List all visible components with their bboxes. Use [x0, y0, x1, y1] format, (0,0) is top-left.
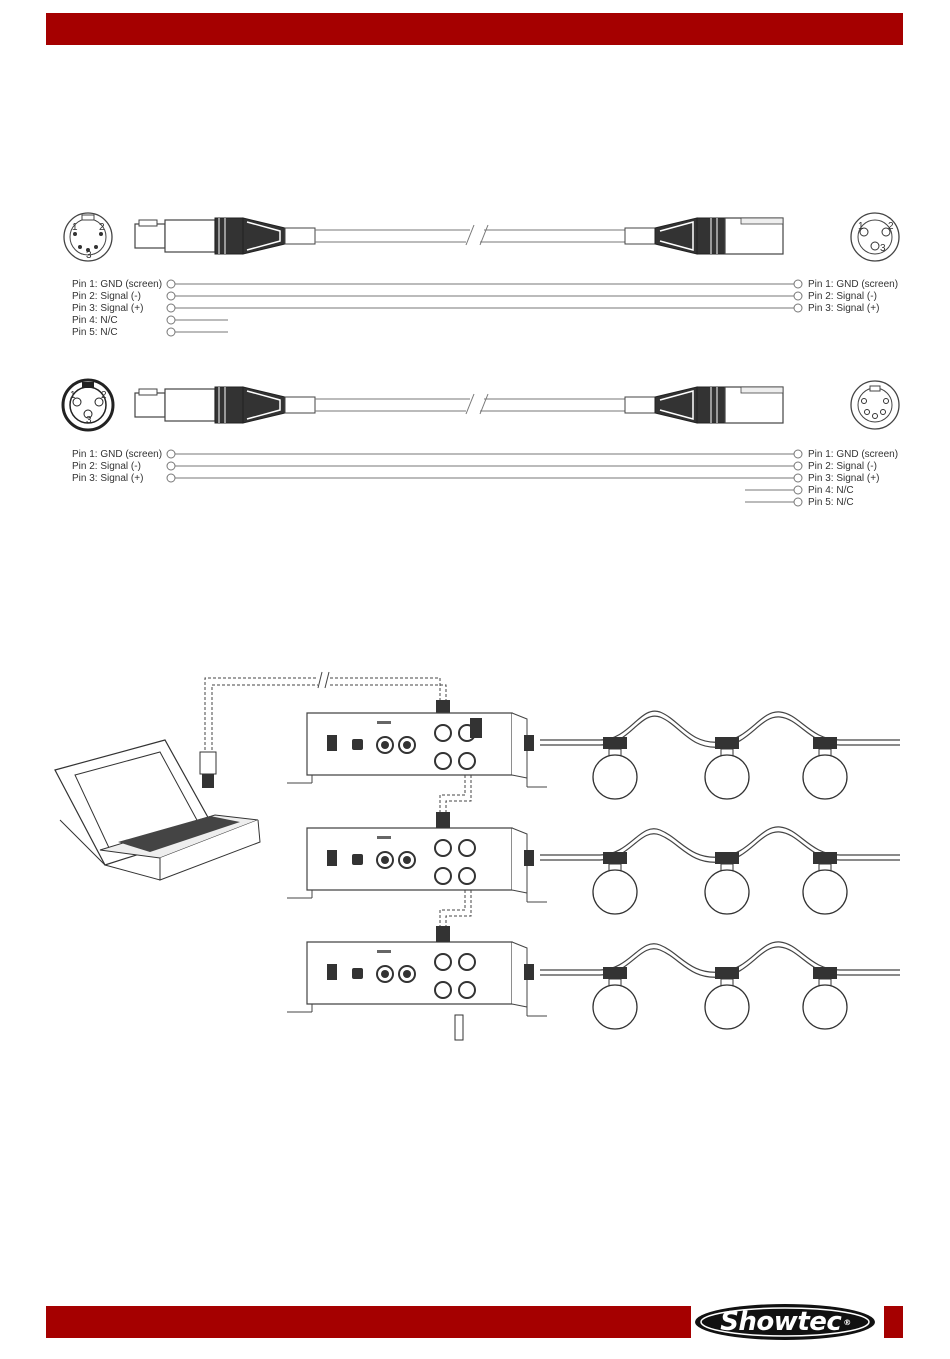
right-pin-label: Pin 5: N/C: [808, 497, 854, 508]
left-pin-label: Pin 4: N/C: [72, 315, 118, 326]
left-pin-label: Pin 3: Signal (+): [72, 473, 143, 484]
fixture-unit-2: [287, 812, 547, 902]
right-pin-label: Pin 4: N/C: [808, 485, 854, 496]
xlr-plug: [200, 752, 216, 774]
left-pin-label: Pin 5: N/C: [72, 327, 118, 338]
female-xlr-connector: [135, 387, 315, 423]
right-pin-label: Pin 2: Signal (-): [808, 291, 877, 302]
right-pin-label: Pin 3: Signal (+): [808, 473, 879, 484]
male-xlr-connector: [625, 387, 783, 423]
face-number: 3: [86, 415, 92, 426]
face-number: 1: [858, 221, 864, 232]
cable-3to5: 1 2 3 Pin 1: GND (screen) Pin 2: Signal …: [63, 380, 899, 508]
right-pin-label: Pin 2: Signal (-): [808, 461, 877, 472]
dmx-setup-illustration: [55, 672, 900, 1040]
fixture-unit-3: [287, 926, 547, 1016]
male-xlr-connector: [625, 218, 783, 254]
right-pin-label: Pin 3: Signal (+): [808, 303, 879, 314]
face-number: 3: [880, 243, 886, 254]
face-number: 2: [101, 390, 107, 401]
left-pin-label: Pin 3: Signal (+): [72, 303, 143, 314]
cable-5to3: 1 2 3 1 2 3 Pin 1: GND (screen) Pin 2: S…: [64, 213, 899, 338]
left-pin-label: Pin 1: GND (screen): [72, 449, 162, 460]
face-number: 3: [86, 250, 92, 261]
right-pin-label: Pin 1: GND (screen): [808, 449, 898, 460]
left-pin-label: Pin 2: Signal (-): [72, 461, 141, 472]
fixture-unit-1: [287, 713, 547, 787]
right-pin-label: Pin 1: GND (screen): [808, 279, 898, 290]
face-number: 1: [70, 390, 76, 401]
face-number: 2: [888, 221, 894, 232]
face-number: 2: [99, 222, 105, 233]
left-pin-label: Pin 1: GND (screen): [72, 279, 162, 290]
terminator: [455, 1015, 463, 1040]
female-xlr-connector: [135, 218, 315, 254]
left-pin-label: Pin 2: Signal (-): [72, 291, 141, 302]
face-number: 1: [72, 222, 78, 233]
lighting-console: [55, 740, 260, 880]
